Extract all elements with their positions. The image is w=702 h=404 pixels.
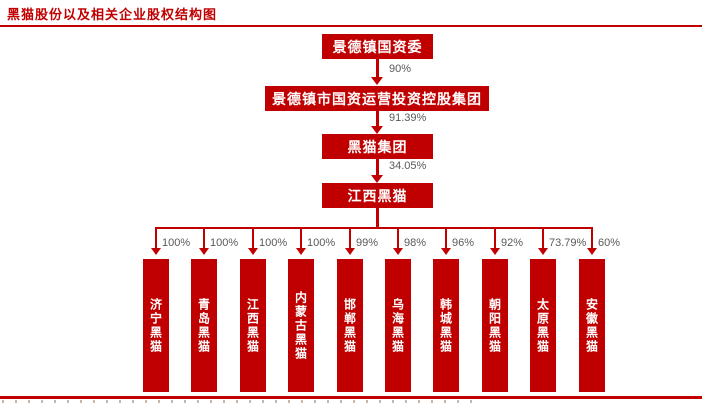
connector-line — [591, 227, 593, 249]
ownership-label: 100% — [259, 237, 288, 249]
chain-node-root: 景德镇国资委 — [322, 34, 433, 59]
arrow-down-icon — [441, 248, 451, 255]
arrow-down-icon — [490, 248, 500, 255]
subsidiary-group: 100% 济宁黑猫 — [143, 227, 190, 393]
chain-node-jiangxi-heimao: 江西黑猫 — [322, 183, 433, 208]
arrow-down-icon — [538, 248, 548, 255]
subsidiary-box: 太原黑猫 — [530, 259, 556, 392]
subsidiary-box: 朝阳黑猫 — [482, 259, 508, 392]
ownership-label: 60% — [598, 237, 621, 249]
ownership-label: 73.79% — [549, 237, 587, 249]
subsidiary-group: 96% 韩城黑猫 — [433, 227, 474, 393]
subsidiary-group: 100% 江西黑猫 — [240, 227, 287, 393]
connector-line — [397, 227, 399, 249]
arrow-down-icon — [248, 248, 258, 255]
arrow-down-icon — [151, 248, 161, 255]
title-rule — [0, 25, 702, 27]
page-title: 黑猫股份以及相关企业股权结构图 — [7, 7, 218, 22]
subsidiary-group: 98% 乌海黑猫 — [385, 227, 426, 393]
connector-line — [349, 227, 351, 249]
distributor-line — [155, 227, 593, 229]
subsidiary-box: 江西黑猫 — [240, 259, 266, 392]
subsidiary-group: 100% 青岛黑猫 — [191, 227, 238, 393]
subsidiary-group: 60% 安徽黑猫 — [579, 227, 620, 393]
arrow-down-icon — [371, 175, 383, 183]
subsidiary-group: 92% 朝阳黑猫 — [482, 227, 523, 393]
connector-line — [203, 227, 205, 249]
ownership-label: 100% — [162, 237, 191, 249]
connector-line — [494, 227, 496, 249]
arrow-down-icon — [587, 248, 597, 255]
connector-line — [376, 59, 379, 78]
connector-line — [445, 227, 447, 249]
subsidiary-group: 100% 内蒙古黑猫 — [288, 227, 335, 393]
subsidiary-box: 韩城黑猫 — [433, 259, 459, 392]
subsidiary-box: 邯郸黑猫 — [337, 259, 363, 392]
arrow-down-icon — [199, 248, 209, 255]
ownership-label: 92% — [501, 237, 524, 249]
ownership-label: 90% — [389, 63, 412, 75]
arrow-down-icon — [393, 248, 403, 255]
connector-line — [542, 227, 544, 249]
arrow-down-icon — [296, 248, 306, 255]
connector-stem — [376, 208, 379, 229]
subsidiary-group: 99% 邯郸黑猫 — [337, 227, 378, 393]
subsidiary-box: 青岛黑猫 — [191, 259, 217, 392]
chain-node-heimao-group: 黑猫集团 — [322, 134, 433, 159]
subsidiary-box: 乌海黑猫 — [385, 259, 411, 392]
subsidiary-box: 安徽黑猫 — [579, 259, 605, 392]
connector-line — [252, 227, 254, 249]
ownership-label: 98% — [404, 237, 427, 249]
source-note-clipped — [2, 400, 482, 403]
ownership-label: 91.39% — [389, 112, 427, 124]
connector-line — [376, 159, 379, 176]
subsidiary-group: 73.79% 太原黑猫 — [530, 227, 586, 393]
subsidiary-box: 济宁黑猫 — [143, 259, 169, 392]
connector-line — [155, 227, 157, 249]
connector-line — [300, 227, 302, 249]
arrow-down-icon — [371, 77, 383, 85]
bottom-rule — [0, 396, 702, 399]
ownership-label: 34.05% — [389, 160, 427, 172]
ownership-label: 99% — [356, 237, 379, 249]
ownership-label: 100% — [210, 237, 239, 249]
arrow-down-icon — [345, 248, 355, 255]
ownership-label: 100% — [307, 237, 336, 249]
ownership-label: 96% — [452, 237, 475, 249]
chain-node-holding-group: 景德镇市国资运营投资控股集团 — [265, 86, 489, 111]
arrow-down-icon — [371, 126, 383, 134]
subsidiary-box: 内蒙古黑猫 — [288, 259, 314, 392]
connector-line — [376, 111, 379, 127]
